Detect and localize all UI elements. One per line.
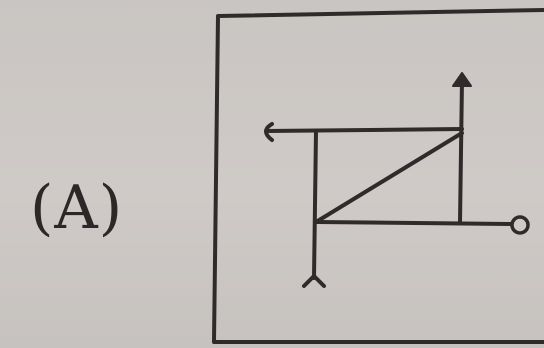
open-circle-terminal-icon [510,215,530,235]
option-label: (A) [30,173,124,243]
right-vertical-line [458,78,464,224]
top-horizontal-line [264,127,464,133]
inverted-v-foot-icon [302,274,326,288]
open-arrowhead-left-icon [264,122,274,142]
diagonal-line [314,131,464,224]
figure-frame [212,8,544,344]
bottom-horizontal-line [314,220,514,226]
arrowhead-up-icon [452,72,472,87]
left-vertical-line [312,129,318,280]
